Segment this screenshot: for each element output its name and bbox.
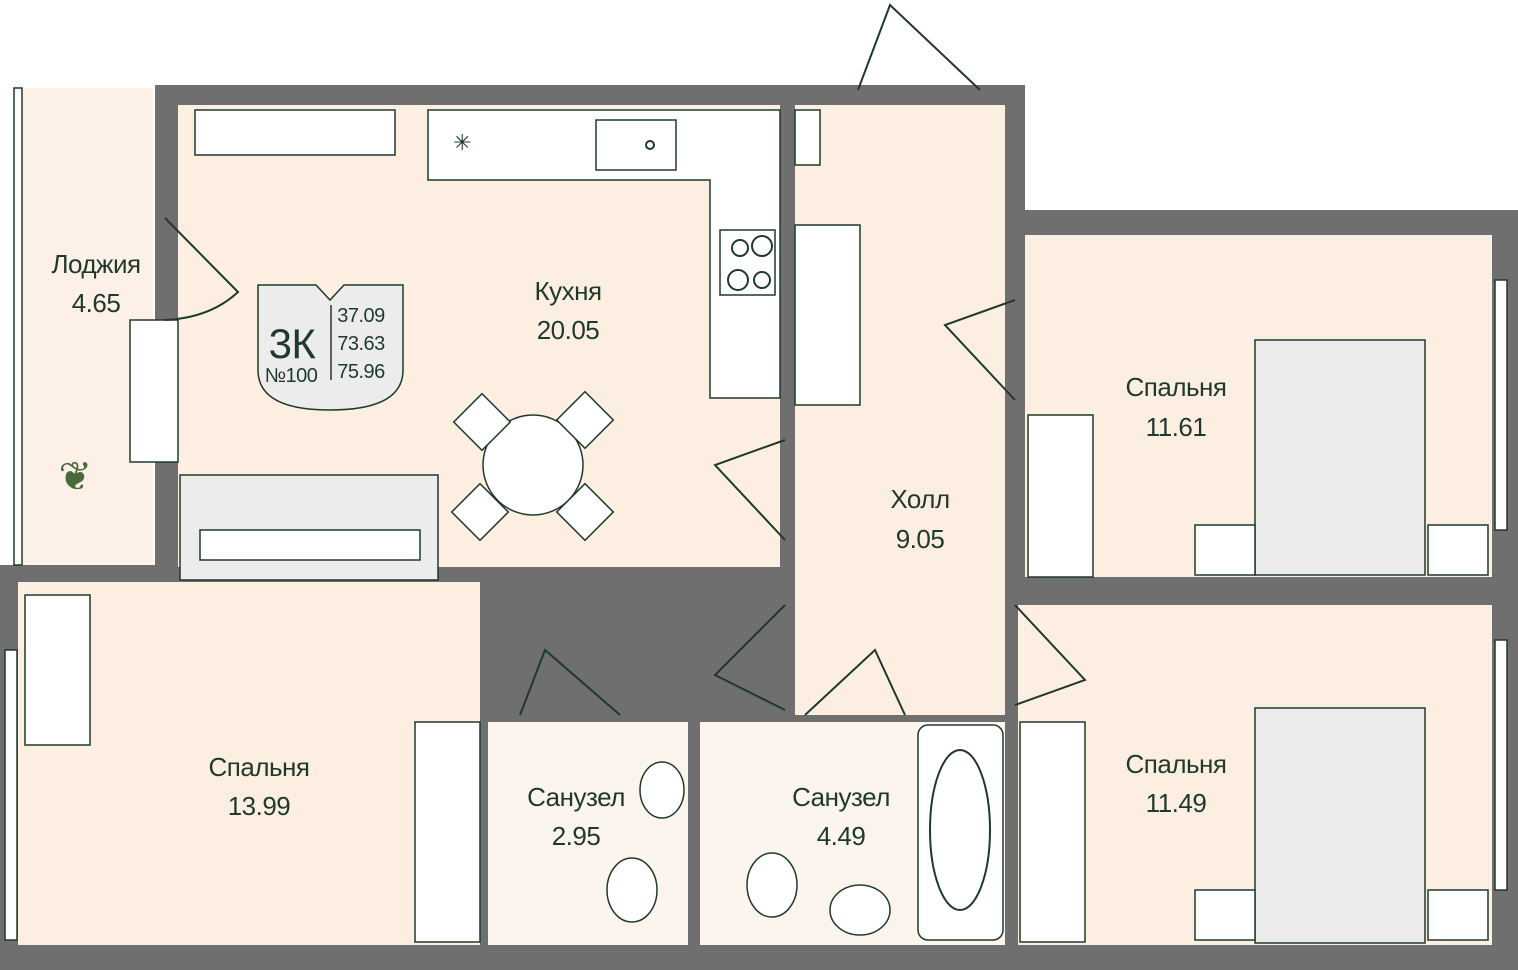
windows: [4, 87, 1508, 941]
fridge-icon: ✳: [453, 130, 471, 155]
bath-large-name: Санузел: [792, 782, 890, 812]
bedroom-left-floor: [18, 582, 480, 945]
area-living: 37.09: [337, 305, 385, 327]
bath-large-area: 4.49: [817, 821, 866, 851]
apartment-type: 3К: [269, 320, 317, 367]
doors: [164, 3, 1087, 716]
bedroom-br-name: Спальня: [1126, 749, 1227, 779]
bath-small-name: Санузел: [527, 782, 625, 812]
bath-small-area: 2.95: [552, 821, 601, 851]
dining-table: [450, 390, 615, 542]
loggia-name: Лоджия: [51, 249, 140, 279]
kitchen-counter: ✳: [427, 109, 781, 399]
beds: [1194, 339, 1489, 944]
bedroom-tr-name: Спальня: [1126, 372, 1227, 402]
bedroom-left-area: 13.99: [228, 791, 291, 821]
area-with-loggia: 75.96: [337, 361, 385, 383]
bathroom-fixtures: [606, 724, 1004, 941]
hall-name: Холл: [890, 484, 949, 514]
apartment-badge: 3К №100 37.09 73.63 75.96: [257, 284, 404, 411]
hall-floor: [795, 105, 1005, 715]
loggia-area: 4.65: [72, 288, 121, 318]
loggia-shelf: [129, 319, 179, 463]
bedroom-left-name: Спальня: [209, 752, 310, 782]
sofa: [179, 474, 439, 581]
apartment-number: №100: [265, 365, 318, 387]
wardrobes: [414, 109, 1094, 943]
room-labels: Лоджия 4.65 Кухня 20.05 Холл 9.05 Спальн…: [51, 249, 1227, 851]
bedroom-tr-area: 11.61: [1146, 412, 1207, 442]
kitchen-name: Кухня: [534, 276, 601, 306]
desk: [24, 594, 91, 746]
plant-icon: ❦: [58, 455, 91, 499]
bedroom-br-area: 11.49: [1146, 788, 1207, 818]
area-total: 73.63: [337, 333, 385, 355]
bath-small-floor: [488, 722, 688, 945]
hall-area: 9.05: [896, 524, 945, 554]
kitchen-area: 20.05: [537, 315, 600, 345]
